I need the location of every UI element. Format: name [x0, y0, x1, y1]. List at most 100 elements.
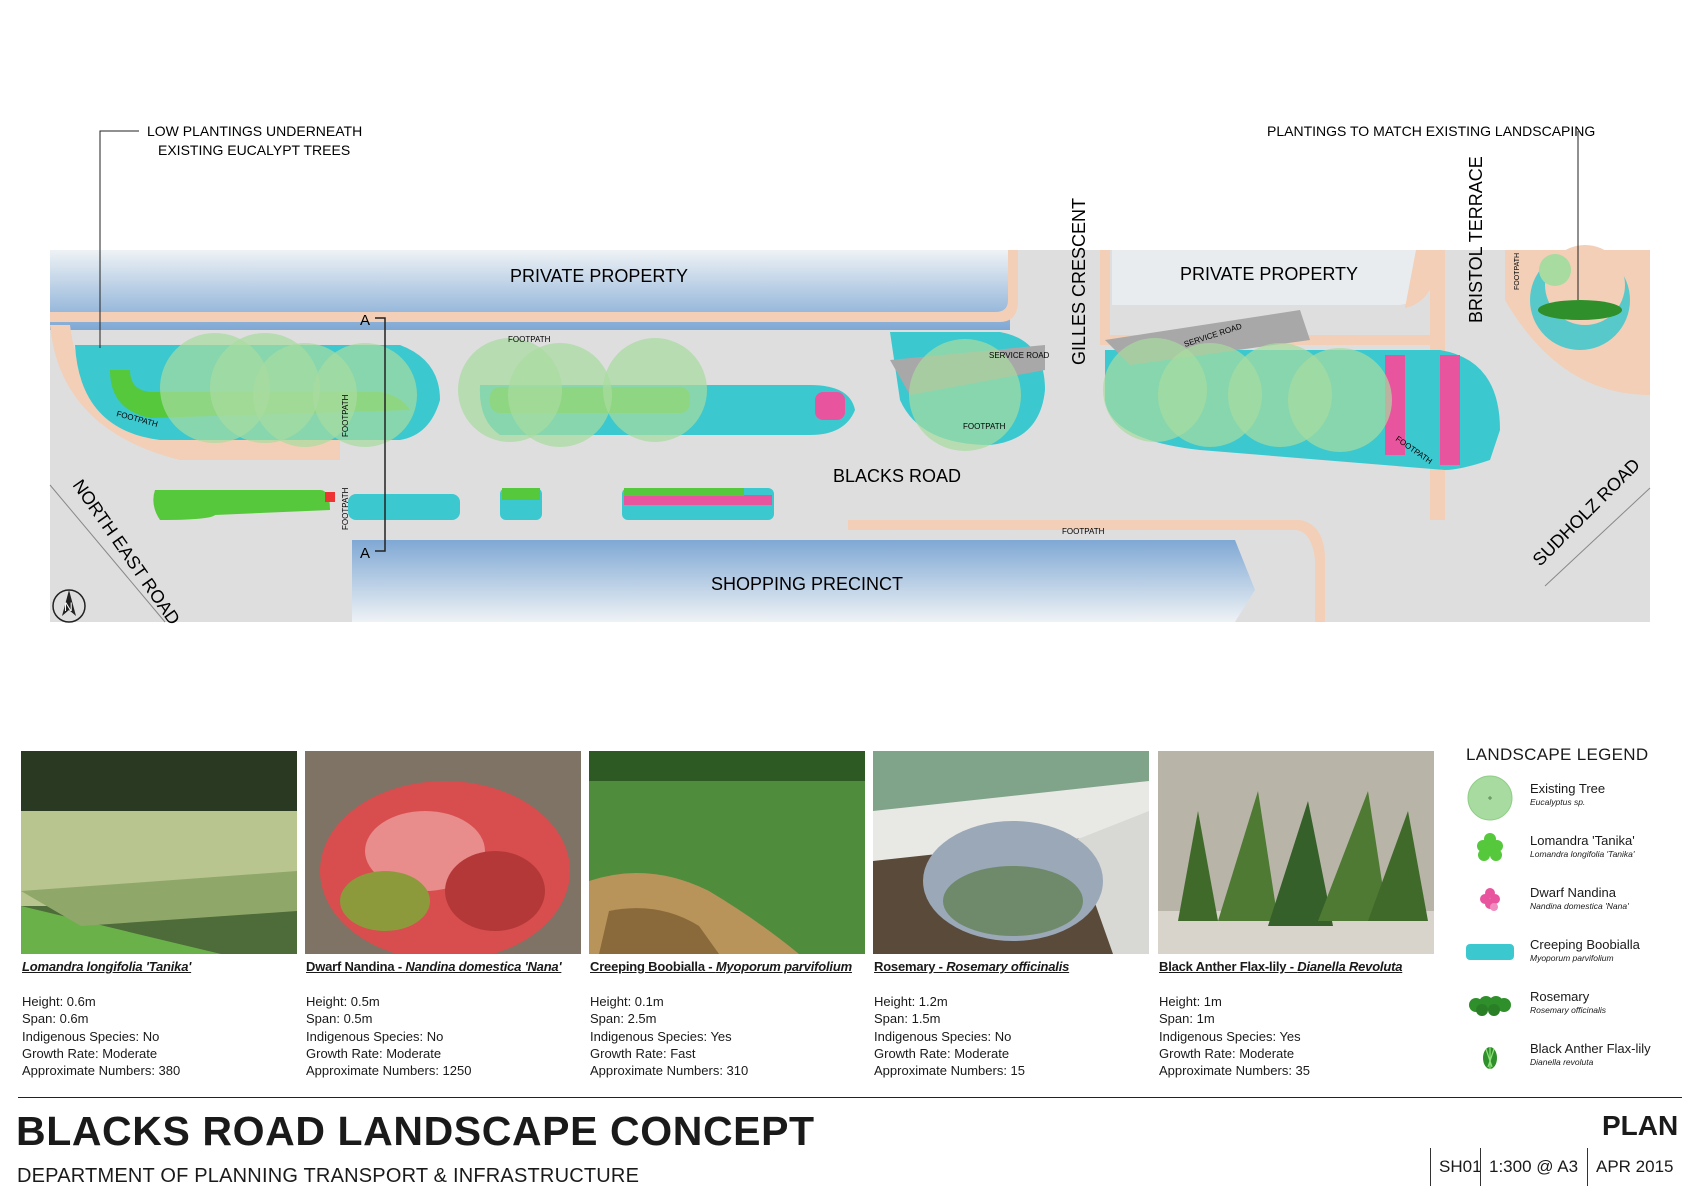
legend-title: LANDSCAPE LEGEND	[1466, 745, 1649, 764]
legend-name: Creeping Boobialla	[1530, 937, 1640, 952]
median-east-nandina-a	[1385, 355, 1405, 455]
caption-creeping-boobialla: Creeping Boobialla - Myoporum parvifoliu…	[590, 959, 866, 974]
spec-height: Height: 1.2m	[874, 994, 948, 1009]
label-blacks-road: BLACKS ROAD	[833, 466, 961, 486]
road-edge-sudholz	[1544, 487, 1651, 587]
median-east-nandina-b	[1440, 355, 1460, 465]
legend-item-lomandra: Lomandra 'Tanika' Lomandra longifolia 'T…	[1462, 827, 1682, 879]
specs-black-anther-flax-lily: Height: 1m Span: 1m Indigenous Species: …	[1159, 993, 1435, 1079]
spec-span: Span: 0.6m	[22, 1011, 89, 1027]
photo-rosemary	[873, 751, 1149, 954]
specs-dwarf-nandina: Height: 0.5m Span: 0.5m Indigenous Speci…	[306, 993, 582, 1079]
spec-numbers: Approximate Numbers: 1250	[306, 1063, 472, 1079]
lomandra-icon	[1477, 833, 1503, 861]
spec-indigenous: Indigenous Species: No	[306, 1028, 444, 1044]
page-title: BLACKS ROAD LANDSCAPE CONCEPT	[16, 1108, 815, 1154]
label-gilles-crescent: GILLES CRESCENT	[1069, 198, 1089, 365]
caption-rosemary: Rosemary - Rosemary officinalis	[874, 959, 1150, 974]
caption-scientific: Rosemary officinalis	[946, 959, 1070, 974]
section-marker-bottom: A	[360, 545, 370, 562]
caption-black-anther-flax-lily: Black Anther Flax-lily - Dianella Revolu…	[1159, 959, 1435, 974]
callout-left-line1: LOW PLANTINGS UNDERNEATH	[147, 123, 362, 139]
spec-numbers: Approximate Numbers: 15	[874, 1063, 1026, 1079]
label-footpath: FOOTPATH	[1514, 253, 1521, 290]
footpath-north	[50, 250, 1018, 322]
legend-name: Dwarf Nandina	[1530, 885, 1616, 900]
existing-tree	[313, 343, 417, 447]
label-footpath: FOOTPATH	[341, 487, 350, 530]
caption-scientific: Myoporum parvifolium	[715, 959, 852, 974]
median-south-nandina-c	[624, 495, 772, 505]
landscape-legend: LANDSCAPE LEGEND Existing Tree Eucalyptu…	[1462, 745, 1682, 1087]
legend-scientific: Dianella revoluta	[1530, 1057, 1594, 1067]
section-line	[375, 317, 386, 552]
sheet-type: PLAN	[1602, 1110, 1679, 1141]
corner-rosemary	[1538, 300, 1622, 320]
spec-height: Height: 0.1m	[590, 994, 664, 1009]
spec-height: Height: 0.5m	[306, 994, 380, 1009]
rosemary-icon	[1469, 996, 1511, 1016]
spec-indigenous: Indigenous Species: Yes	[1159, 1028, 1301, 1044]
caption-common: Black Anther Flax-lily -	[1159, 959, 1298, 974]
spec-growth: Growth Rate: Moderate	[22, 1045, 158, 1061]
callout-right: PLANTINGS TO MATCH EXISTING LANDSCAPING	[1267, 123, 1595, 139]
shopping-precinct-block	[352, 540, 1255, 622]
spec-numbers: Approximate Numbers: 310	[590, 1063, 749, 1079]
legend-scientific: Rosemary officinalis	[1530, 1005, 1607, 1015]
sheet-date: APR 2015	[1587, 1148, 1674, 1186]
north-arrow-letter: N	[64, 600, 73, 614]
legend-item-existing-tree: Existing Tree Eucalyptus sp.	[1462, 775, 1682, 827]
legend-item-black-anther-flax-lily: Black Anther Flax-lily Dianella revoluta	[1462, 1035, 1682, 1087]
private-property-right-block	[1112, 250, 1430, 305]
north-arrow-icon: N	[52, 589, 86, 623]
label-footpath: FOOTPATH	[963, 422, 1006, 431]
spec-height: Height: 1m	[1159, 994, 1222, 1009]
caption-dwarf-nandina: Dwarf Nandina - Nandina domestica 'Nana'	[306, 959, 582, 974]
legend-name: Lomandra 'Tanika'	[1530, 833, 1635, 848]
label-private-property-right: PRIVATE PROPERTY	[1180, 264, 1358, 284]
legend-item-dwarf-nandina: Dwarf Nandina Nandina domestica 'Nana'	[1462, 879, 1682, 931]
median-south-rosemary-b	[502, 488, 540, 500]
photo-creeping-boobialla	[589, 751, 865, 954]
photo-dwarf-nandina	[305, 751, 581, 954]
legend-name: Black Anther Flax-lily	[1530, 1041, 1651, 1056]
specs-rosemary: Height: 1.2m Span: 1.5m Indigenous Speci…	[874, 993, 1150, 1079]
existing-tree	[508, 343, 612, 447]
spec-span: Span: 2.5m	[590, 1011, 657, 1027]
spec-span: Span: 1m	[1159, 1011, 1215, 1027]
existing-tree-gilles	[909, 339, 1021, 451]
legend-name: Rosemary	[1530, 989, 1590, 1004]
road-edge-north-east	[49, 484, 166, 623]
landscape-plan: LOW PLANTINGS UNDERNEATH EXISTING EUCALY…	[49, 123, 1651, 628]
spec-growth: Growth Rate: Moderate	[1159, 1045, 1295, 1061]
photo-black-anther-flax-lily	[1158, 751, 1434, 954]
label-shopping-precinct: SHOPPING PRECINCT	[711, 574, 903, 594]
median-north-mid-nandina	[815, 392, 845, 420]
label-footpath: FOOTPATH	[1062, 527, 1105, 536]
spec-indigenous: Indigenous Species: No	[874, 1028, 1012, 1044]
label-footpath: FOOTPATH	[341, 394, 350, 437]
legend-scientific: Lomandra longifolia 'Tanika'	[1530, 849, 1635, 859]
photo-lomandra	[21, 751, 297, 954]
median-south-rosemary-c	[624, 488, 744, 496]
spec-indigenous: Indigenous Species: No	[22, 1028, 160, 1044]
caption-common: Dwarf Nandina -	[306, 959, 406, 974]
title-block-rule	[18, 1097, 1682, 1098]
specs-creeping-boobialla: Height: 0.1m Span: 2.5m Indigenous Speci…	[590, 993, 866, 1079]
caption-scientific: Nandina domestica 'Nana'	[405, 959, 562, 974]
label-bristol-terrace: BRISTOL TERRACE	[1466, 156, 1486, 323]
spec-growth: Growth Rate: Moderate	[874, 1045, 1010, 1061]
caption-scientific: Lomandra longifolia 'Tanika'	[22, 959, 192, 974]
median-south-mid-a	[348, 494, 460, 520]
flax-lily-icon	[1483, 1047, 1497, 1069]
sheet-scale: 1:300 @ A3	[1480, 1148, 1578, 1186]
legend-scientific: Myoporum parvifolium	[1530, 953, 1614, 963]
department-name: DEPARTMENT OF PLANNING TRANSPORT & INFRA…	[17, 1165, 640, 1187]
caption-common: Creeping Boobialla -	[590, 959, 716, 974]
spec-indigenous: Indigenous Species: Yes	[590, 1028, 732, 1044]
spec-numbers: Approximate Numbers: 380	[22, 1063, 181, 1079]
callout-left-line2: EXISTING EUCALYPT TREES	[158, 142, 350, 158]
spec-span: Span: 1.5m	[874, 1011, 941, 1027]
caption-lomandra: Lomandra longifolia 'Tanika'	[22, 959, 298, 974]
spec-numbers: Approximate Numbers: 35	[1159, 1063, 1311, 1079]
